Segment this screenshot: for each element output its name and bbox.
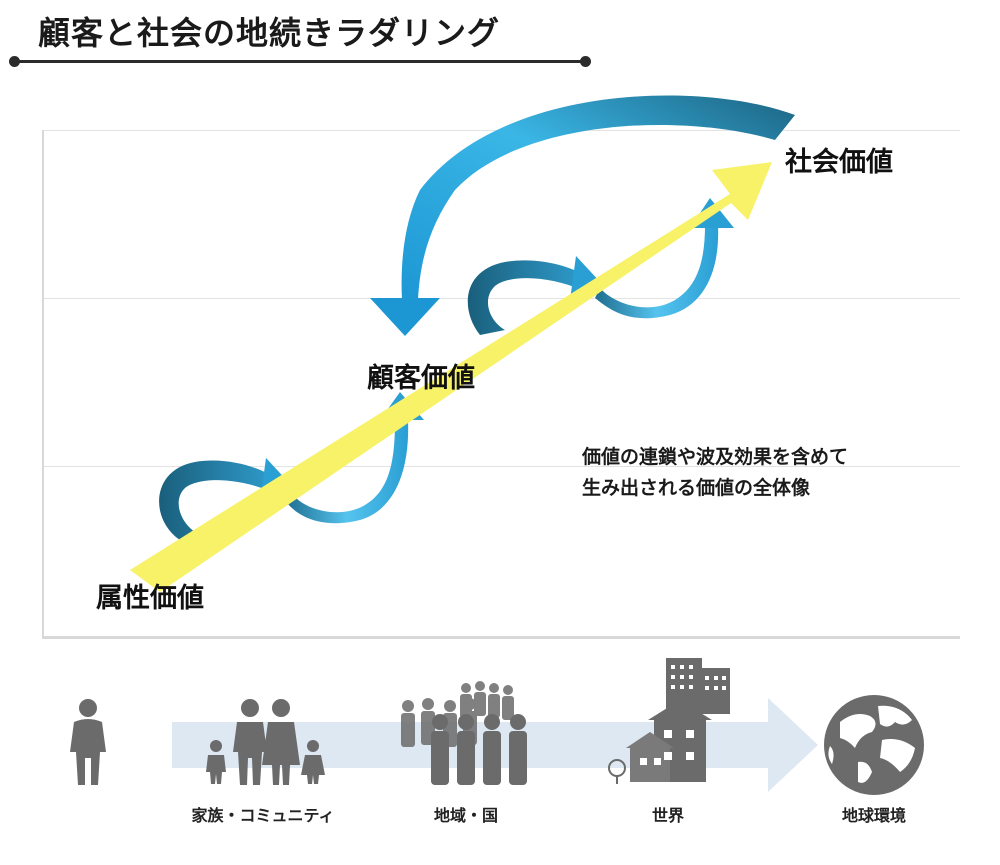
feedback-arc-arrow: [370, 95, 795, 336]
scope-label-world: 世界: [651, 806, 685, 825]
city-icon: [608, 658, 730, 784]
scope-label-earth: 地球環境: [841, 806, 907, 825]
underline-dot-left: [9, 56, 20, 67]
note-line-2: 生み出される価値の全体像: [582, 477, 811, 499]
person-icon: [70, 699, 106, 785]
yellow-ladder-arrow: [130, 162, 772, 592]
title-underline: [14, 60, 586, 63]
globe-icon: [824, 695, 924, 795]
stage-label-customer: 顧客価値: [367, 363, 475, 394]
crowd-icon: [401, 681, 527, 785]
stage-label-attribute: 属性価値: [96, 583, 204, 614]
gridline: [44, 466, 960, 467]
underline-dot-right: [580, 56, 591, 67]
page-title: 顧客と社会の地続きラダリング: [38, 14, 501, 52]
scope-label-region: 地域・国: [433, 806, 499, 825]
note-line-1: 価値の連鎖や波及効果を含めて: [582, 446, 849, 468]
gridline: [44, 298, 960, 299]
scope-label-family: 家族・コミュニティ: [191, 806, 335, 825]
family-icon: [206, 699, 325, 785]
stage-label-social: 社会価値: [785, 147, 893, 178]
explanation-note: 価値の連鎖や波及効果を含めて 生み出される価値の全体像: [582, 442, 848, 504]
